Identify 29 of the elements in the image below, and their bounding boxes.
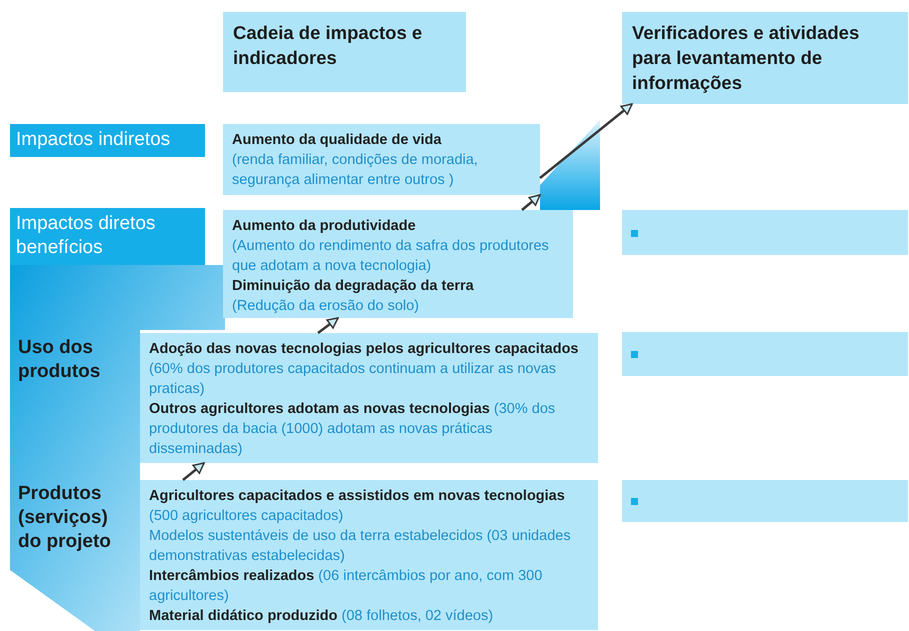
description-text: Diminuição da degradação da terra <box>232 277 475 296</box>
content-box <box>140 480 598 630</box>
description-text: Intercâmbios realizados (06 intercâmbios por ano, com 300 agricultores) <box>149 567 544 606</box>
description-text: Adoção das novas tecnologias pelos agricultores capacitados (60% dos produtores capacitados continuam a utilizar as novas praticas) <box>149 340 580 399</box>
level-label: Produtos (serviços) do projeto <box>18 482 112 554</box>
content-box <box>140 333 598 463</box>
arrow <box>317 317 339 334</box>
level-label-box: Impactos indiretos <box>10 124 205 157</box>
empty-box <box>622 332 908 376</box>
arrow <box>182 462 205 481</box>
description-text: (Redução da erosão do solo) <box>232 297 420 316</box>
column-header: Verificadores e atividades para levantamento de informações <box>622 12 908 104</box>
content-box <box>223 124 540 195</box>
arrow <box>539 103 633 179</box>
arrow <box>521 194 541 211</box>
description-text: Material didático produzido (08 folhetos, 02 vídeos) <box>149 607 494 626</box>
description-text: Aumento da produtividade <box>232 217 417 236</box>
description-text: Modelos sustentáveis de uso da terra estabelecidos (03 unidades demonstrativas estabelecidas) <box>149 527 572 566</box>
description-text: Aumento da qualidade de vida <box>232 131 442 150</box>
column-header: Cadeia de impactos e indicadores <box>223 12 466 92</box>
level-label: Uso dos produtos <box>18 336 102 384</box>
description-text: Agricultores capacitados e assistidos em novas tecnologias (500 agricultores capacitados) <box>149 487 566 526</box>
level-label-box: Impactos diretos benefícios <box>10 208 205 265</box>
empty-box <box>622 480 908 522</box>
description-text: Outros agricultores adotam as novas tecnologias (30% dos produtores da bacia (1000) adotam as novas práticas disseminadas) <box>149 400 556 459</box>
empty-box <box>622 210 908 255</box>
description-text: (Aumento do rendimento da safra dos produtores que adotam a nova tecnologia) <box>232 237 550 276</box>
description-text: (renda familiar, condições de moradia, segurança alimentar entre outros ) <box>232 151 479 190</box>
content-box <box>223 210 573 318</box>
